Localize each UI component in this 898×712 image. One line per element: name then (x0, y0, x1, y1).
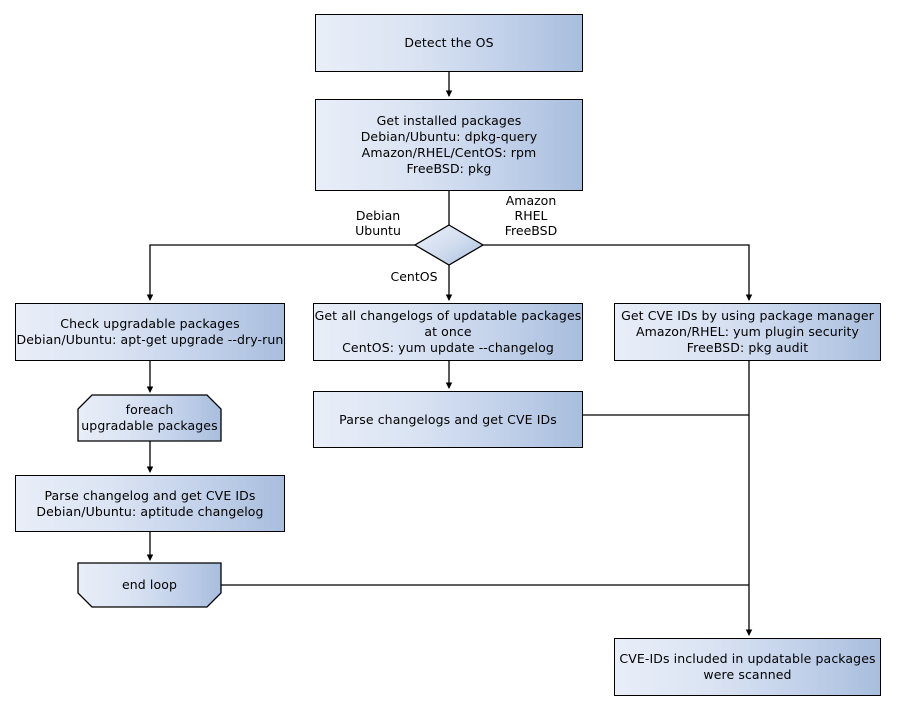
node-get-installed-packages[interactable]: Get installed packages Debian/Ubuntu: dp… (315, 99, 583, 191)
node-detect-os[interactable]: Detect the OS (315, 14, 583, 72)
node-cve-ids-scanned-label: CVE-IDs included in updatable packages w… (619, 651, 876, 682)
node-parse-changelogs-get-cve-ids-label: Parse changelogs and get CVE IDs (339, 411, 557, 427)
node-parse-changelog-get-cve-ids[interactable]: Parse changelog and get CVE IDs Debian/U… (15, 475, 285, 532)
edge-decision-to-get-cve-pkgmgr (483, 244, 753, 302)
node-check-upgradable-packages-label: Check upgradable packages Debian/Ubuntu:… (16, 316, 284, 347)
node-cve-ids-scanned[interactable]: CVE-IDs included in updatable packages w… (614, 638, 881, 696)
node-end-loop-label: end loop (121, 577, 178, 592)
os-decision-diamond (413, 224, 485, 266)
node-get-installed-packages-label: Get installed packages Debian/Ubuntu: dp… (360, 113, 538, 176)
edge-label-amazon-rhel-freebsd: Amazon RHEL FreeBSD (504, 193, 558, 238)
node-foreach-upgradable-packages[interactable]: foreach upgradable packages (78, 395, 221, 441)
node-get-all-changelogs-label: Get all changelogs of updatable packages… (314, 308, 582, 355)
node-get-all-changelogs[interactable]: Get all changelogs of updatable packages… (313, 303, 583, 361)
node-parse-changelog-get-cve-ids-label: Parse changelog and get CVE IDs Debian/U… (36, 487, 264, 519)
node-end-loop[interactable]: end loop (78, 563, 221, 607)
node-foreach-label: foreach upgradable packages (81, 402, 218, 433)
node-detect-os-label: Detect the OS (404, 35, 494, 50)
edge-decision-to-check-upgradable (146, 244, 415, 302)
node-check-upgradable-packages[interactable]: Check upgradable packages Debian/Ubuntu:… (15, 303, 285, 361)
node-parse-changelogs-get-cve-ids[interactable]: Parse changelogs and get CVE IDs (313, 391, 583, 448)
node-get-cve-ids-package-manager-label: Get CVE IDs by using package manager Ama… (621, 308, 874, 355)
edge-label-debian-ubuntu: Debian Ubuntu (355, 208, 401, 238)
node-get-cve-ids-package-manager[interactable]: Get CVE IDs by using package manager Ama… (614, 303, 881, 361)
edge-label-centos: CentOS (390, 269, 438, 284)
